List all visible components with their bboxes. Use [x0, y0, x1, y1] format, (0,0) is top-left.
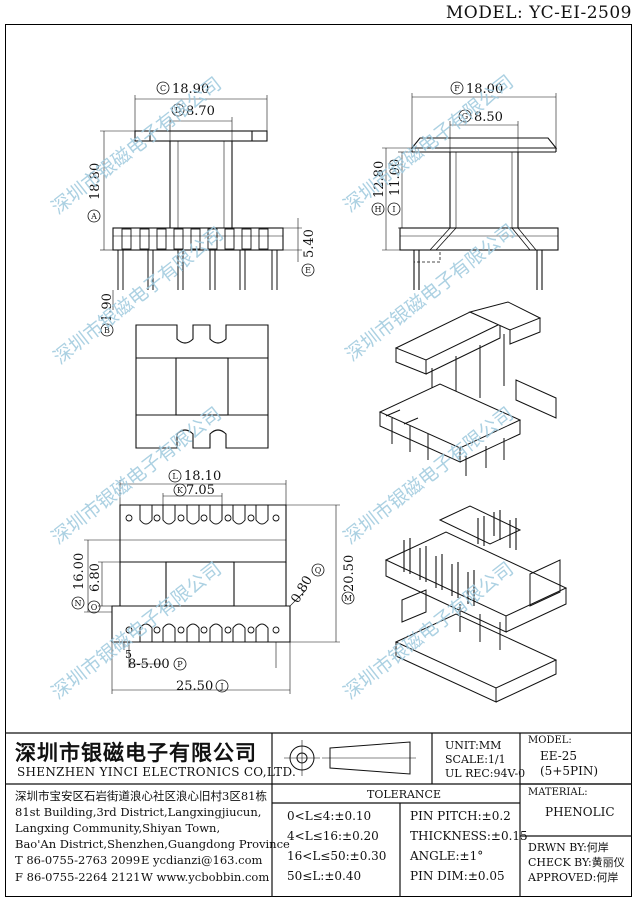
fax: F 86-0755-2264 2121	[15, 870, 141, 884]
front-view: 18.90 8.70 18.80 5.40 1.90 C D A E B	[87, 81, 317, 337]
balloon-n: N	[75, 599, 82, 608]
balloon-e: E	[305, 266, 311, 275]
dim-p: 8-5.00	[128, 657, 170, 672]
title-block-grid	[5, 732, 632, 897]
balloon-d: D	[175, 106, 181, 115]
balloon-p: P	[177, 660, 183, 669]
model-header: MODEL: YC-EI-2509	[445, 3, 632, 23]
tolerance-right-2: THICKNESS:±0.15	[410, 829, 528, 843]
balloon-h: H	[375, 205, 382, 214]
dim-k: 7.05	[186, 483, 215, 498]
balloon-k: K	[177, 486, 184, 495]
side-view: 18.00 8.50 12.80 11.00 F G H I	[371, 81, 559, 290]
company-name-en: SHENZHEN YINCI ELECTRONICS CO,LTD.	[17, 765, 297, 779]
dim-d: 8.70	[186, 104, 215, 119]
watermark-text-1: 深圳市银磁电子有限公司	[48, 73, 226, 219]
tolerance-right-3: ANGLE:±1°	[410, 849, 484, 863]
model-value: EE-25	[540, 749, 578, 763]
address-line-1: 深圳市宝安区石岩街道浪心社区浪心旧村3区81栋	[15, 789, 267, 803]
dim-i: 11.00	[388, 159, 403, 196]
tolerance-right-4: PIN DIM:±0.05	[410, 869, 505, 883]
balloon-o: O	[91, 603, 98, 612]
checked-by: CHECK BY:黄丽仪	[528, 856, 625, 869]
dim-a: 18.80	[88, 163, 103, 200]
drawing-frame	[5, 24, 632, 897]
dim-q: 0.80	[288, 573, 315, 606]
dim-h: 12.80	[372, 161, 387, 198]
balloon-q: Q	[315, 566, 322, 575]
model-label: MODEL:	[528, 735, 572, 746]
iso-view-bottom	[384, 505, 568, 703]
unit-label: UNIT:MM	[445, 739, 502, 752]
dim-c: 18.90	[172, 82, 209, 97]
scale-label: SCALE:1/1	[445, 753, 506, 766]
dim-o: 6.80	[88, 563, 103, 592]
iso-view-top	[378, 301, 557, 476]
title-block: 深圳市银磁电子有限公司 SHENZHEN YINCI ELECTRONICS C…	[5, 733, 632, 897]
address-line-2: 81st Building,3rd District,Langxingjiucu…	[15, 805, 262, 819]
tolerance-left-2: 4<L≤16:±0.20	[287, 829, 379, 843]
dim-f: 18.00	[466, 82, 503, 97]
material-value: PHENOLIC	[545, 805, 615, 819]
dim-m: 20.50	[342, 555, 357, 592]
tolerance-title: TOLERANCE	[367, 788, 441, 801]
tolerance-left-3: 16<L≤50:±0.30	[287, 849, 387, 863]
dim-g: 8.50	[474, 110, 503, 125]
tolerance-left-1: 0<L≤4:±0.10	[287, 809, 372, 823]
projection-symbol	[284, 740, 416, 776]
drawn-by: DRWN BY:何岸	[528, 841, 609, 854]
material-label: MATERIAL:	[528, 787, 588, 798]
model-pins: (5+5PIN)	[540, 764, 599, 778]
balloon-l: L	[172, 472, 178, 481]
address-line-3: Langxing Community,Shiyan Town,	[15, 821, 221, 835]
balloon-b: B	[104, 326, 110, 335]
balloon-c: C	[160, 84, 166, 93]
dim-j: 25.50	[176, 679, 213, 694]
email: E ycdianzi@163.com	[141, 853, 263, 867]
balloon-g: G	[462, 112, 468, 121]
balloon-f: F	[454, 84, 460, 93]
pin-number-5: 5	[125, 648, 132, 661]
tolerance-left-4: 50≤L:±0.40	[287, 869, 362, 883]
dim-e: 5.40	[302, 229, 317, 258]
balloon-i: I	[392, 205, 395, 214]
dim-l: 18.10	[184, 469, 221, 484]
address-line-4: Bao'An District,Shenzhen,Guangdong Provi…	[15, 837, 290, 851]
telephone: T 86-0755-2763 2099	[15, 853, 141, 867]
approved-by: APPROVED:何岸	[528, 871, 619, 884]
dim-n: 16.00	[72, 553, 87, 590]
company-name-cn: 深圳市银磁电子有限公司	[15, 741, 257, 765]
bottom-view: 18.10 7.05 16.00 6.80 0.80 20.50 5 8-5.0…	[71, 469, 357, 694]
dim-b: 1.90	[100, 293, 115, 322]
website: W www.ycbobbin.com	[141, 870, 270, 884]
ul-rec-label: UL REC:94V-0	[445, 767, 526, 780]
balloon-j: J	[219, 682, 223, 691]
balloon-a: A	[90, 212, 97, 221]
top-view	[135, 324, 269, 449]
balloon-m: M	[344, 594, 352, 603]
tolerance-right-1: PIN PITCH:±0.2	[410, 809, 511, 823]
